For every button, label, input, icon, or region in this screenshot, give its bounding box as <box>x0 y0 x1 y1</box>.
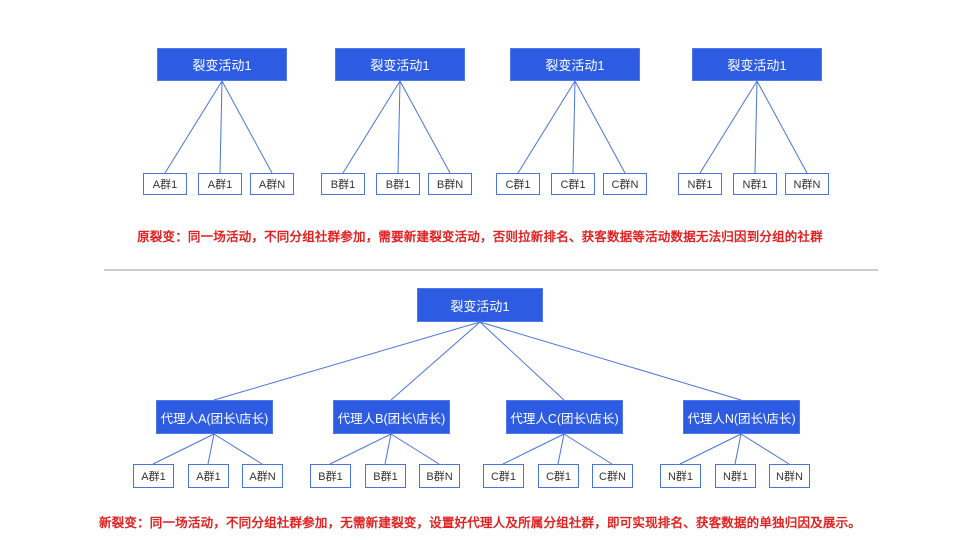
fission-activity-box: 裂变活动1 <box>510 48 640 81</box>
group-box: B群1 <box>321 173 365 195</box>
agent-box: 代理人A(团长\店长) <box>156 400 273 434</box>
group-box: N群N <box>785 173 829 195</box>
group-box: C群1 <box>496 173 540 195</box>
group-box: A群1 <box>188 464 229 488</box>
group-box: A群N <box>250 173 294 195</box>
old-fission-caption: 原裂变：同一场活动，不同分组社群参加，需要新建裂变活动，否则拉新排名、获客数据等… <box>137 230 823 244</box>
agent-box: 代理人B(团长\店长) <box>333 400 450 434</box>
group-box: C群1 <box>483 464 524 488</box>
group-box: B群N <box>419 464 460 488</box>
agent-box: 代理人C(团长\店长) <box>506 400 623 434</box>
fission-activity-box: 裂变活动1 <box>692 48 822 81</box>
group-box: A群1 <box>143 173 187 195</box>
group-box: B群1 <box>310 464 351 488</box>
group-box: B群N <box>428 173 472 195</box>
group-box: B群1 <box>365 464 406 488</box>
agent-box: 代理人N(团长\店长) <box>683 400 800 434</box>
group-box: N群1 <box>733 173 777 195</box>
group-box: N群1 <box>660 464 701 488</box>
group-box: C群1 <box>551 173 595 195</box>
fission-activity-box: 裂变活动1 <box>417 288 543 322</box>
section-divider <box>104 269 878 271</box>
group-box: C群1 <box>538 464 579 488</box>
group-box: A群N <box>242 464 283 488</box>
group-box: C群N <box>603 173 647 195</box>
group-box: N群1 <box>715 464 756 488</box>
fission-activity-box: 裂变活动1 <box>335 48 465 81</box>
group-box: A群1 <box>198 173 242 195</box>
group-box: N群N <box>769 464 810 488</box>
new-fission-caption: 新裂变：同一场活动，不同分组社群参加，无需新建裂变，设置好代理人及所属分组社群，… <box>98 516 861 530</box>
fission-activity-box: 裂变活动1 <box>157 48 287 81</box>
group-box: B群1 <box>376 173 420 195</box>
group-box: N群1 <box>678 173 722 195</box>
group-box: C群N <box>592 464 633 488</box>
group-box: A群1 <box>133 464 174 488</box>
